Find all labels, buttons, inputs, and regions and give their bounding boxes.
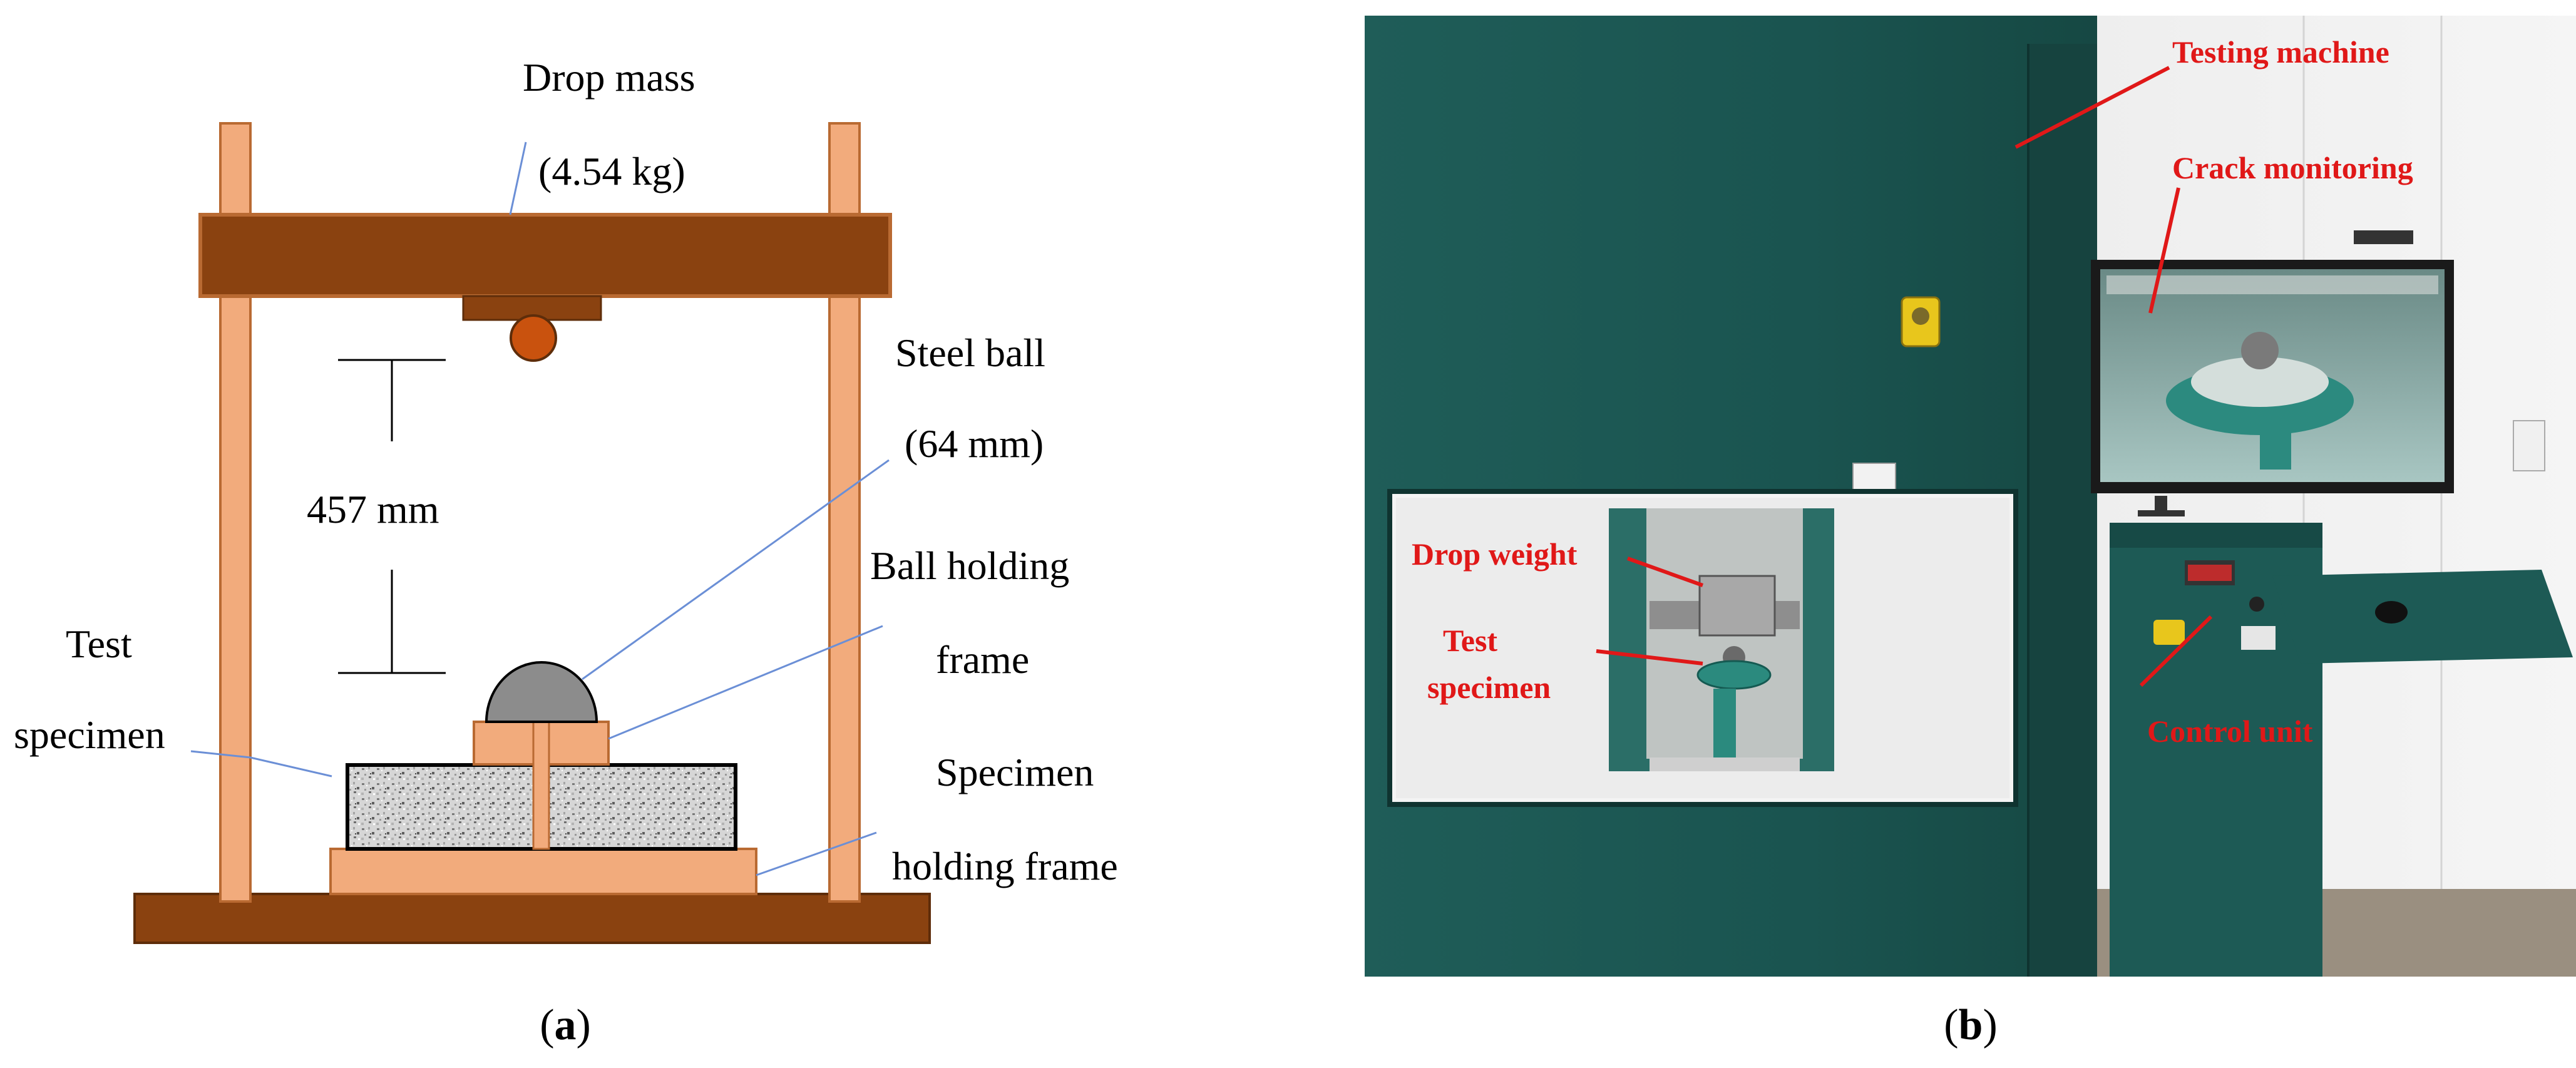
panel-b-photo: Testing machine Crack monitoring Drop we…	[1365, 0, 2576, 1065]
label-testing-machine: Testing machine	[2172, 34, 2389, 69]
schematic-svg: Drop mass (4.54 kg) Steel ball (64 mm) 4…	[14, 55, 1118, 1049]
label-crack-monitoring: Crack monitoring	[2172, 150, 2413, 185]
label-ball-frame-2: frame	[936, 637, 1029, 682]
pointer-crack-monitoring	[2148, 187, 2180, 314]
photo-svg: Testing machine Crack monitoring Drop we…	[1365, 16, 2576, 1049]
specimen-holder	[1696, 660, 1772, 690]
label-test-specimen-2: specimen	[14, 712, 165, 757]
label-test-specimen-1: Test	[66, 622, 132, 666]
label-drop-mass-value: (4.54 kg)	[538, 149, 685, 193]
camera	[2354, 230, 2413, 244]
cabinet-side	[2028, 44, 2097, 977]
ball-holding-rod	[532, 721, 550, 850]
mouse	[2375, 601, 2408, 624]
label-drop-height: 457 mm	[307, 487, 439, 531]
annotation-lines	[1596, 66, 2213, 687]
label-specimen-frame-1: Specimen	[936, 750, 1094, 794]
steel-ball	[485, 661, 598, 723]
leader-specimen-frame	[756, 831, 877, 876]
leader-drop-mass	[509, 141, 527, 215]
leader-ball-frame	[608, 625, 883, 740]
label-test-specimen-2: specimen	[1427, 670, 1551, 705]
mouse-shelf	[2272, 570, 2573, 664]
panel-a-schematic: Drop mass (4.54 kg) Steel ball (64 mm) 4…	[0, 0, 1252, 1065]
label-drop-weight: Drop weight	[1412, 537, 1578, 572]
pointer-testing-machine	[2014, 66, 2170, 149]
leader-lines	[190, 141, 890, 876]
base-plate	[133, 893, 931, 944]
specimen-holding-frame	[329, 848, 757, 895]
power-outlet	[2513, 420, 2545, 471]
pointer-test-specimen	[1596, 649, 1703, 665]
pointer-drop-weight	[1626, 557, 1704, 587]
label-specimen-frame-2: holding frame	[892, 844, 1118, 888]
leader-steel-ball	[582, 459, 890, 680]
caption-a: (a)	[540, 1001, 591, 1049]
label-drop-mass: Drop mass	[523, 55, 695, 100]
label-test-specimen-1: Test	[1443, 623, 1497, 658]
caption-b: (b)	[1944, 1001, 1998, 1049]
pointer-control-unit	[2139, 615, 2213, 687]
label-control-unit: Control unit	[2147, 714, 2313, 749]
drop-ball	[510, 314, 557, 362]
drop-weight	[1698, 575, 1776, 637]
label-steel-ball: Steel ball	[895, 331, 1045, 375]
label-steel-ball-value: (64 mm)	[905, 421, 1044, 466]
label-ball-frame-1: Ball holding	[870, 543, 1069, 588]
drop-mass-beam	[198, 213, 892, 298]
drop-height-dimension	[338, 359, 446, 674]
leader-test-specimen	[190, 750, 332, 778]
